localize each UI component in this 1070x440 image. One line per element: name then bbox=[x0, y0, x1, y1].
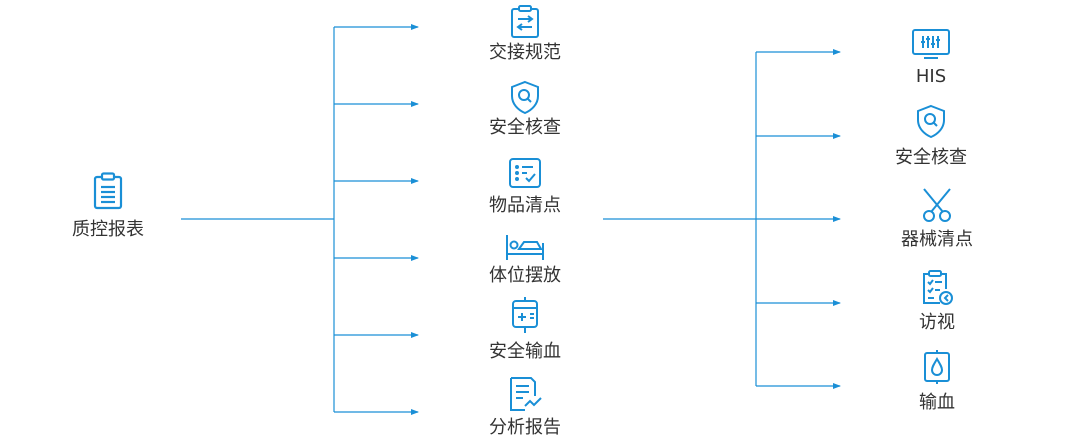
visit-clipboard-icon bbox=[920, 269, 954, 307]
handover-transfer-icon bbox=[509, 5, 541, 39]
middle-label-0: 交接规范 bbox=[489, 42, 561, 63]
clipboard-icon bbox=[92, 172, 124, 210]
middle-label-1: 安全核查 bbox=[489, 117, 561, 138]
right-label-2: 器械清点 bbox=[901, 229, 973, 250]
blood-bag-icon bbox=[509, 296, 541, 334]
middle-label-5: 分析报告 bbox=[489, 417, 561, 438]
right-label-3: 访视 bbox=[919, 312, 955, 333]
right-label-4: 输血 bbox=[919, 392, 955, 413]
right-label-0: HIS bbox=[915, 66, 947, 87]
monitor-sliders-icon bbox=[911, 28, 951, 60]
report-chart-icon bbox=[507, 376, 543, 412]
right-label-1: 安全核查 bbox=[895, 147, 967, 168]
middle-label-3: 体位摆放 bbox=[489, 265, 561, 286]
middle-label-4: 安全输血 bbox=[489, 341, 561, 362]
scissors-icon bbox=[921, 187, 953, 223]
patient-bed-icon bbox=[504, 233, 546, 261]
blood-drop-icon bbox=[921, 350, 953, 384]
middle-label-2: 物品清点 bbox=[489, 195, 561, 216]
shield-search-icon bbox=[509, 80, 541, 114]
checklist-icon bbox=[508, 157, 542, 189]
shield-search-icon bbox=[915, 104, 947, 138]
root-label: 质控报表 bbox=[72, 219, 144, 240]
